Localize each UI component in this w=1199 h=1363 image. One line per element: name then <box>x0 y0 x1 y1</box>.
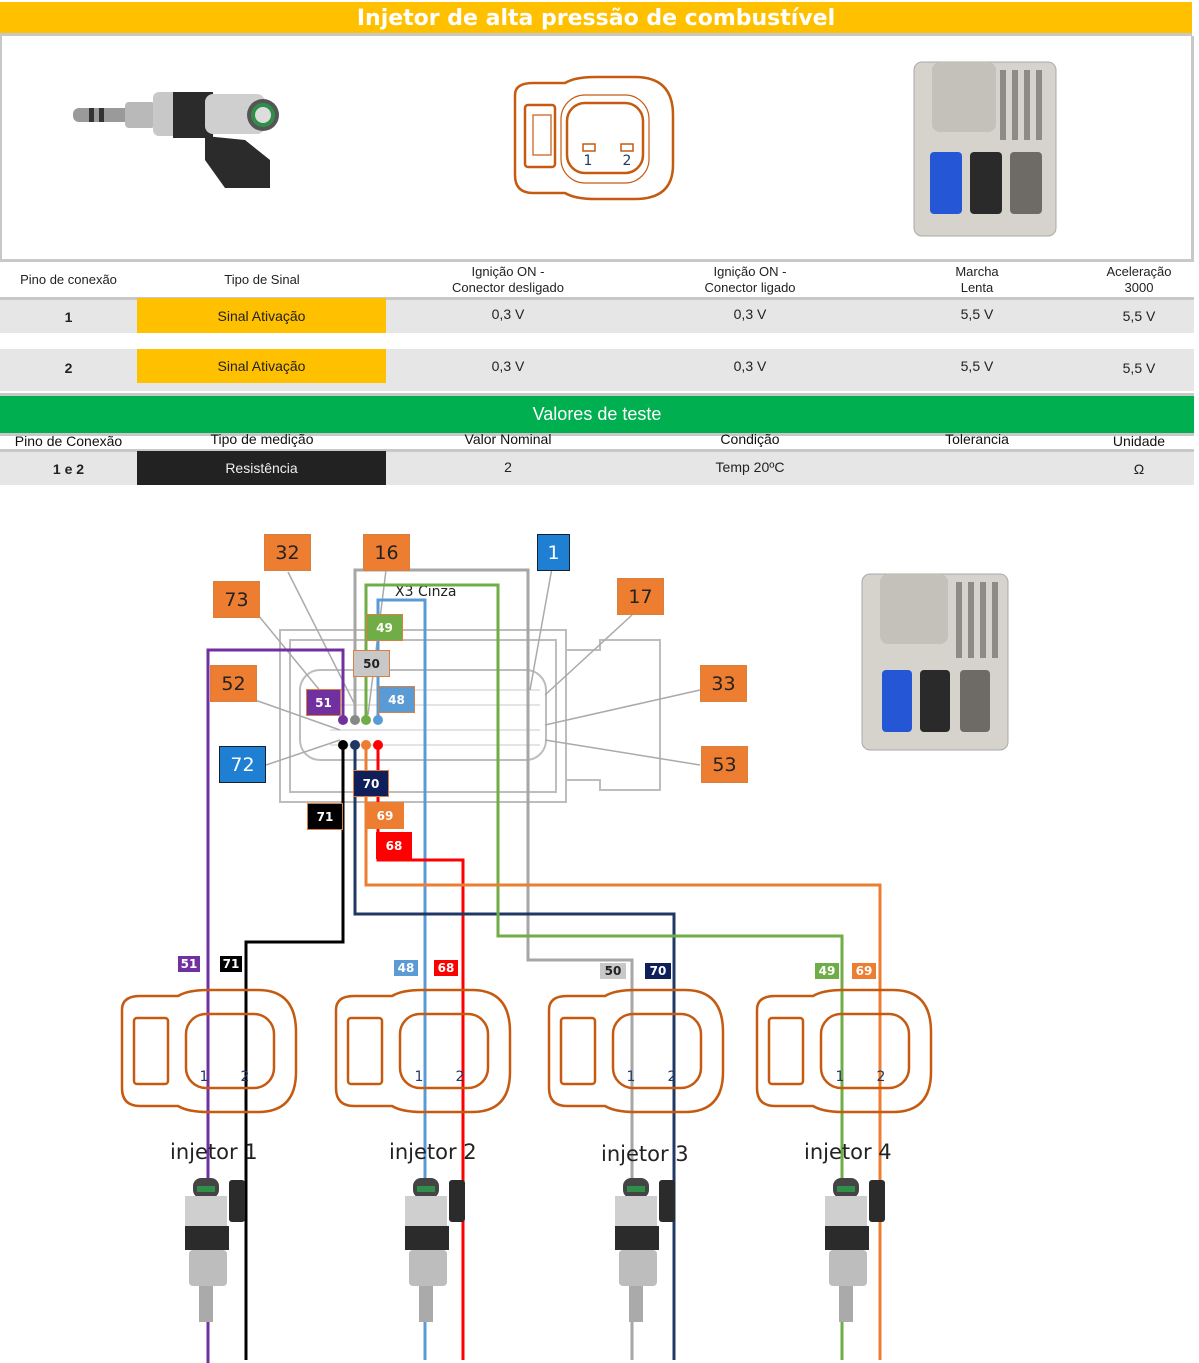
signal-type-cell: Sinal Ativação <box>137 349 386 383</box>
pin-label: 1 <box>415 1069 424 1085</box>
page-title: Injetor de alta pressão de combustível <box>0 2 1192 36</box>
pin-tag-50: 50 <box>353 650 390 677</box>
pin-cell: 1 <box>64 308 73 325</box>
wire-70 <box>353 745 676 1360</box>
pin-cell: 1 e 2 <box>52 460 85 477</box>
injector-connectors <box>120 988 933 1114</box>
pin-cell: 2 <box>64 360 73 376</box>
pin-label: 2 <box>623 153 632 169</box>
col-header-tolerance: Tolerancia <box>945 431 1009 447</box>
pin-label: 1 <box>200 1069 209 1085</box>
callout-16: 16 <box>363 534 410 571</box>
ecu-photo <box>913 61 1057 237</box>
divider <box>0 449 1194 452</box>
pin-tag-68: 68 <box>376 832 412 859</box>
wire-tag-69: 69 <box>852 963 876 979</box>
pin-label: 1 <box>627 1069 636 1085</box>
callout-73: 73 <box>213 581 260 618</box>
connector-diagram: 1 2 <box>513 75 675 201</box>
accel-cell: 5,5 V <box>1122 307 1156 324</box>
pin-label: 1 <box>584 153 593 169</box>
divider <box>0 297 1194 300</box>
connector-name: X3 Cinza <box>395 584 456 600</box>
col-header-unit: Unidade <box>1112 433 1166 449</box>
pin-tag-48: 48 <box>378 686 415 713</box>
nominal-cell: 2 <box>504 459 512 475</box>
pin-tag-69: 69 <box>366 802 404 829</box>
injector-label: injetor 3 <box>601 1142 689 1166</box>
divider <box>0 433 1194 436</box>
condition-cell: Temp 20ºC <box>715 459 785 475</box>
pin-tag-70: 70 <box>353 770 389 797</box>
callout-17: 17 <box>617 578 664 615</box>
accel-cell: 5,5 V <box>1122 360 1156 376</box>
idle-cell: 5,5 V <box>960 305 994 322</box>
wire-tag-51: 51 <box>178 956 200 972</box>
injector-label: injetor 4 <box>804 1140 892 1164</box>
wire-tag-49: 49 <box>815 963 839 979</box>
wire-tag-48: 48 <box>394 960 418 976</box>
image-frame <box>0 36 1194 262</box>
pin-label: 2 <box>668 1069 677 1085</box>
signal-type-cell: Sinal Ativação <box>137 298 386 333</box>
wire-tag-50: 50 <box>600 963 626 979</box>
wire-50 <box>353 568 634 1360</box>
injector-label: injetor 1 <box>170 1140 258 1164</box>
pin-label: 2 <box>877 1069 886 1085</box>
injector-label: injetor 2 <box>389 1140 477 1164</box>
test-values-title: Valores de teste <box>0 393 1194 433</box>
callout-52: 52 <box>210 665 257 702</box>
wiring-diagram: X3 Cinza 1 2 1 2 1 2 1 2 <box>120 567 1009 1363</box>
wire-71 <box>244 745 345 1360</box>
col-header-signal-type: Tipo de Sinal <box>224 272 300 287</box>
ign-off-cell: 0,3 V <box>491 305 525 322</box>
pin-label: 1 <box>836 1069 845 1085</box>
callout-53: 53 <box>701 746 748 783</box>
ecu-connector-outline <box>279 629 661 803</box>
wire-tag-71: 71 <box>220 956 242 972</box>
ign-on-cell: 0,3 V <box>733 358 767 374</box>
pin-tag-71: 71 <box>307 803 343 830</box>
tolerance-cell <box>871 451 1083 483</box>
col-header-pin: Pino de Conexão <box>14 433 123 449</box>
col-header-ign-off: Ignição ON -Conector desligado <box>451 264 565 295</box>
unit-cell: Ω <box>1133 460 1145 477</box>
injector-photos <box>185 1178 885 1322</box>
callout-1: 1 <box>537 534 570 571</box>
wire-tag-68: 68 <box>434 960 458 976</box>
pin-tag-51: 51 <box>306 689 341 716</box>
idle-cell: 5,5 V <box>960 358 994 374</box>
pin-label: 2 <box>241 1069 250 1085</box>
ign-off-cell: 0,3 V <box>491 358 525 374</box>
col-header-pin: Pino de conexão <box>20 272 117 287</box>
callout-33: 33 <box>700 665 747 702</box>
callout-32: 32 <box>264 534 311 571</box>
injector-photo <box>73 92 279 188</box>
pin-tag-49: 49 <box>366 614 403 641</box>
pin-label: 2 <box>456 1069 465 1085</box>
ecu-photo-small <box>861 573 1009 751</box>
col-header-ign-on: Ignição ON -Conector ligado <box>704 264 796 295</box>
ign-on-cell: 0,3 V <box>733 305 767 322</box>
col-header-nominal: Valor Nominal <box>464 431 552 447</box>
wire-49 <box>364 583 844 1360</box>
wire-51 <box>206 648 345 1363</box>
wire-tag-70: 70 <box>645 963 671 979</box>
col-header-measure-type: Tipo de medição <box>210 431 314 447</box>
measure-type-cell: Resistência <box>137 451 386 485</box>
callout-72: 72 <box>219 746 266 783</box>
col-header-condition: Condição <box>720 431 780 447</box>
